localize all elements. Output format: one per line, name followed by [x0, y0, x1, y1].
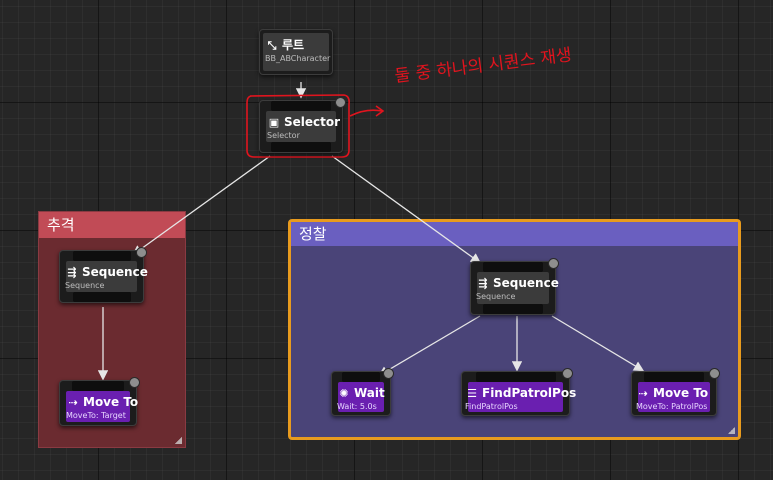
sequence-icon: ⇶: [478, 277, 488, 290]
node-index-badge: [136, 247, 147, 258]
resize-handle[interactable]: [175, 437, 182, 444]
node-index-badge: [383, 368, 394, 379]
node-index-badge: [129, 377, 140, 388]
wire-sequence-wait: [377, 315, 481, 377]
wire-selector-sequence-chase: [131, 155, 271, 256]
node-index-badge: [548, 258, 559, 269]
node-index-badge: [709, 368, 720, 379]
sequence-patrol-title: ⇶Sequence: [476, 276, 558, 290]
annotation-arrow: [349, 109, 383, 117]
move-to-icon: ⇢: [638, 387, 648, 400]
selector-title: ▣Selector: [268, 115, 341, 129]
findpatrolpos-subtitle: FindPatrolPos: [465, 402, 518, 411]
moveto-patrol-node[interactable]: ⇢Move To MoveTo: PatrolPos: [631, 368, 720, 416]
root-icon: ⤡: [267, 39, 277, 52]
selector-icon: ▣: [268, 116, 280, 129]
moveto-target-subtitle: MoveTo: Target: [66, 411, 126, 420]
moveto-target-node[interactable]: ⇢Move To MoveTo: Target: [59, 377, 140, 426]
moveto-target-title: ⇢Move To: [66, 395, 138, 409]
root-node[interactable]: ⤡루트 BB_ABCharacter: [259, 29, 333, 75]
sequence-chase-subtitle: Sequence: [65, 281, 105, 290]
patrol-comment-title: 정찰: [291, 222, 738, 246]
findpatrolpos-title: ☰FindPatrolPos: [465, 386, 576, 400]
wire-sequence-moveto-patrol: [551, 315, 645, 372]
node-index-badge: [562, 368, 573, 379]
selector-subtitle: Selector: [267, 131, 300, 140]
sequence-icon: ⇶: [67, 266, 77, 279]
wait-icon: ✺: [339, 387, 349, 400]
chase-comment-title: 추격: [39, 212, 185, 238]
sequence-chase-title: ⇶Sequence: [65, 265, 147, 279]
sequence-patrol-subtitle: Sequence: [476, 292, 516, 301]
moveto-patrol-title: ⇢Move To: [636, 386, 708, 400]
node-index-badge: [335, 97, 346, 108]
moveto-patrol-subtitle: MoveTo: PatrolPos: [636, 402, 708, 411]
findpatrolpos-node[interactable]: ☰FindPatrolPos FindPatrolPos: [461, 368, 576, 416]
root-subtitle: BB_ABCharacter: [265, 54, 331, 63]
wait-subtitle: Wait: 5.0s: [337, 402, 377, 411]
task-icon: ☰: [467, 387, 477, 400]
wait-node[interactable]: ✺Wait Wait: 5.0s: [331, 368, 394, 416]
selector-node[interactable]: ▣Selector Selector: [259, 97, 346, 153]
root-title: ⤡루트: [265, 36, 305, 53]
wire-selector-sequence-patrol: [331, 155, 482, 264]
sequence-chase-node[interactable]: ⇶Sequence Sequence: [59, 247, 148, 303]
annotation-circle: [246, 94, 350, 158]
sequence-patrol-node[interactable]: ⇶Sequence Sequence: [470, 258, 559, 315]
resize-handle[interactable]: [728, 427, 735, 434]
move-to-icon: ⇢: [68, 396, 78, 409]
wait-title: ✺Wait: [337, 386, 384, 400]
